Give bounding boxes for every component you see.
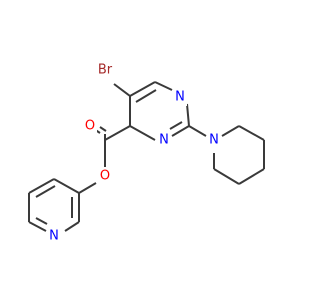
pyridine-n-label: N	[49, 229, 59, 244]
bond-pyr-c4-c3	[53, 178, 80, 194]
ester-ether-oxygen-atom: O	[98, 167, 112, 185]
bond-c5-br	[113, 83, 131, 97]
bond-pyr-c2-n	[64, 221, 80, 232]
piperidine-n-atom: N	[207, 131, 221, 149]
bond-pyr-n-c6	[28, 221, 47, 232]
bond-pyr-c5-c4	[28, 178, 55, 194]
bond-c5-c6-inner	[135, 89, 157, 103]
bond-c5-c6	[129, 81, 156, 97]
ester-ether-oxygen-label: O	[100, 169, 110, 184]
bond-c2-pip-n	[188, 125, 207, 137]
bond-c6-n1	[154, 81, 173, 91]
bond-ester-carbonyl-right	[99, 126, 107, 132]
bond-c2-n3-inner	[169, 121, 183, 130]
bond-c2-n3	[171, 125, 190, 137]
bond-o-pyr-c3	[78, 182, 97, 194]
bond-c4-ester-c	[104, 125, 131, 141]
bond-n3-c4	[129, 125, 156, 141]
bromine-atom: Br	[93, 61, 117, 79]
bond-n1-c2	[186, 103, 190, 127]
bond-pyr-n-c6-inner	[35, 217, 48, 225]
bond-layer	[28, 81, 265, 232]
bond-pip-lower-bottom	[238, 168, 265, 185]
ester-carbonyl-oxygen-atom: O	[83, 117, 97, 135]
pyrimidine-n1-atom: N	[173, 88, 187, 106]
ester-carbonyl-oxygen-label: O	[85, 119, 95, 134]
bond-pip-n-c-top	[221, 125, 240, 137]
bond-pip-c-top-right	[238, 125, 265, 141]
pyrimidine-n3-label: N	[159, 133, 169, 148]
pyrimidine-n3-atom: N	[157, 131, 171, 149]
bond-pyr-c5-c4-inner	[35, 185, 56, 198]
pyridine-n-atom: N	[47, 227, 61, 245]
bromine-label: Br	[98, 63, 113, 78]
atom-label-layer: Br O O N N N N	[47, 61, 221, 245]
piperidine-n-label: N	[209, 133, 219, 148]
pyrimidine-n1-label: N	[175, 90, 185, 105]
molecule-structure-diagram: Br O O N N N N	[28, 61, 265, 245]
bond-pip-bottom-left	[213, 168, 240, 185]
